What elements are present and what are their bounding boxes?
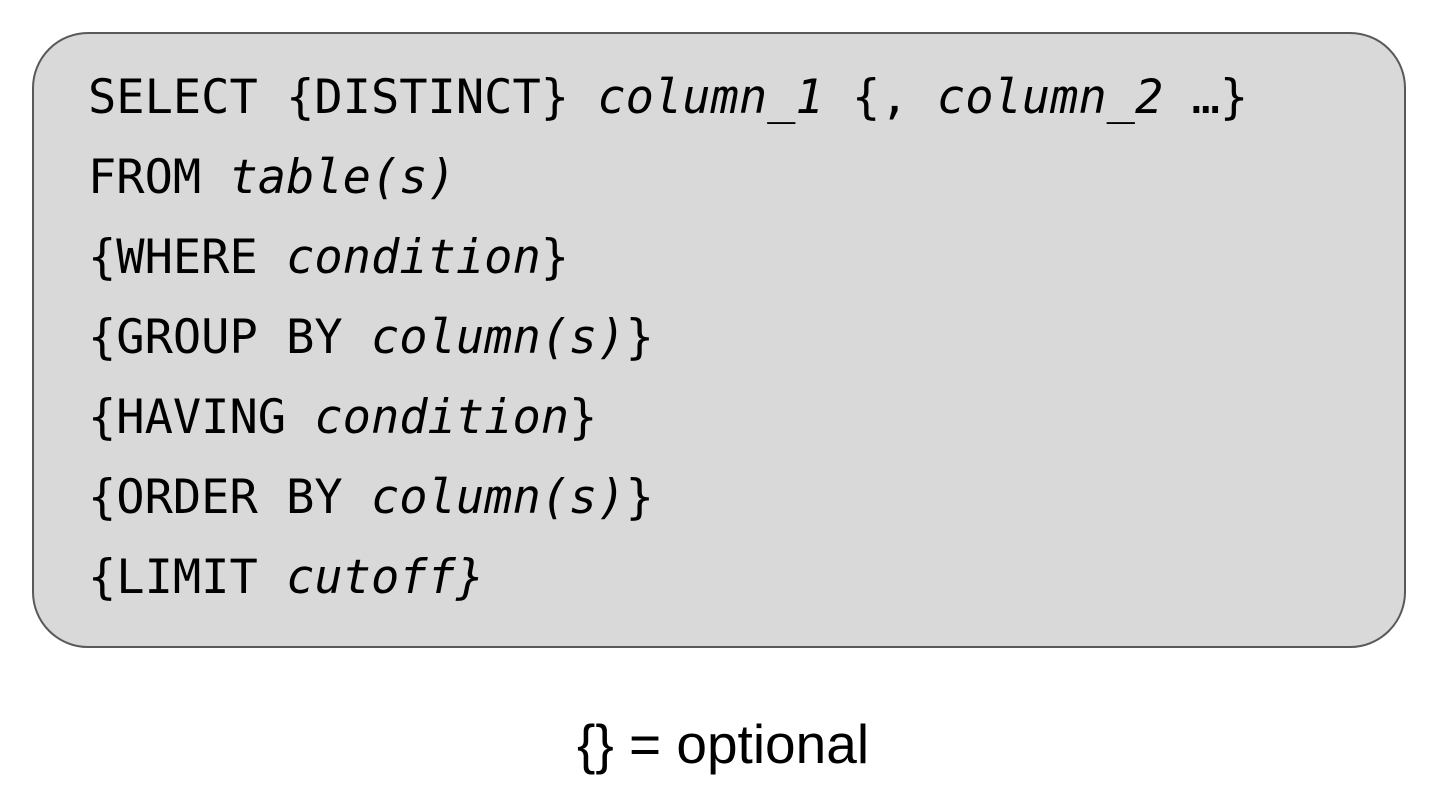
sql-syntax-box [32,32,1406,648]
optional-legend: {} = optional [576,713,870,775]
syntax-keyword: {ORDER BY [88,470,371,525]
syntax-line-4: {GROUP BY column(s)} [88,306,1248,386]
syntax-keyword: {HAVING [88,390,315,445]
syntax-keyword: } [540,230,570,285]
syntax-placeholder: column_1 [597,70,824,125]
syntax-placeholder: condition [314,390,570,445]
syntax-keyword: } [625,470,654,525]
syntax-keyword: } [569,390,598,445]
syntax-placeholder: column_2 [936,70,1164,125]
syntax-keyword: {LIMIT [88,550,287,605]
syntax-line-1: SELECT {DISTINCT} column_1 {, column_2 …… [88,66,1248,146]
syntax-line-7: {LIMIT cutoff} [88,546,1248,626]
syntax-keyword: SELECT {DISTINCT} [88,70,598,125]
syntax-keyword: } [625,310,654,365]
syntax-line-2: FROM table(s) [88,146,1248,226]
syntax-keyword: {WHERE [88,230,287,285]
syntax-keyword: {, [823,70,937,125]
sql-syntax-code: SELECT {DISTINCT} column_1 {, column_2 …… [88,66,1248,626]
syntax-keyword: FROM [88,150,230,205]
syntax-line-6: {ORDER BY column(s)} [88,466,1248,546]
syntax-placeholder: column(s) [370,310,626,365]
syntax-placeholder: column(s) [370,470,626,525]
syntax-keyword: …} [1163,70,1249,125]
syntax-keyword: {GROUP BY [88,310,371,365]
syntax-placeholder: cutoff} [286,550,485,605]
syntax-placeholder: table(s) [229,150,456,205]
syntax-line-5: {HAVING condition} [88,386,1248,466]
syntax-line-3: {WHERE condition} [88,226,1248,306]
syntax-placeholder: condition [286,230,541,285]
